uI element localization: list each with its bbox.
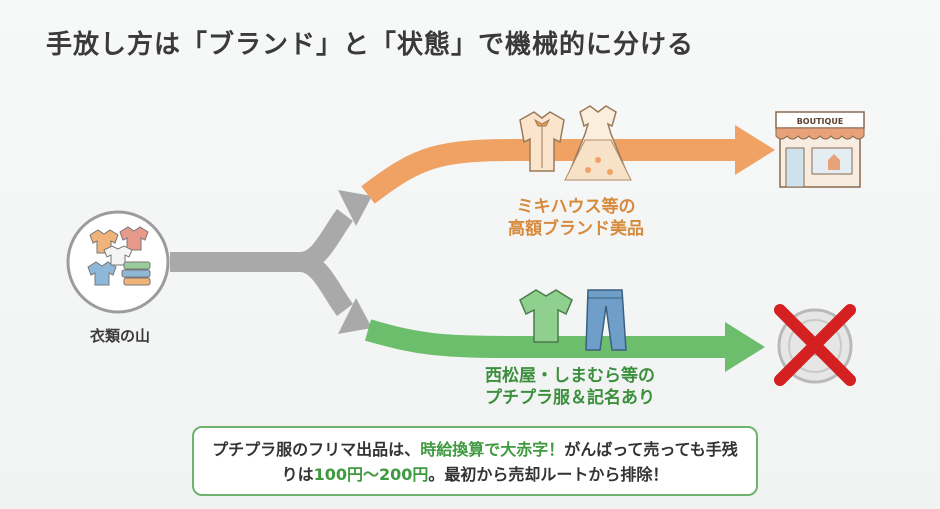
- grey-split-arrow: [170, 190, 372, 334]
- callout-box: プチプラ服のフリマ出品は、時給換算で大赤字！がんばって売っても手残りは100円～…: [192, 426, 758, 496]
- source-label: 衣類の山: [89, 327, 150, 345]
- top-branch-label-line1: ミキハウス等の: [516, 197, 636, 217]
- callout-highlight-1: 時給換算で大赤字！: [420, 440, 565, 459]
- clothes-pile-icon: [66, 210, 170, 314]
- green-arrow: [364, 319, 765, 372]
- boutique-sign: BOUTIQUE: [797, 117, 844, 126]
- boutique-store-icon: BOUTIQUE: [775, 111, 865, 188]
- shirt-and-dress-icon: [519, 105, 632, 181]
- top-branch-label-line2: 高額ブランド美品: [508, 219, 644, 239]
- crossed-out-coin-icon: ¥: [774, 304, 856, 386]
- orange-arrow: [361, 125, 775, 204]
- callout-text-3: 。最初から売却ルートから排除！: [428, 465, 669, 484]
- page-title: 手放し方は「ブランド」と「状態」で機械的に分ける: [46, 30, 695, 60]
- bottom-branch-label-line2: プチプラ服＆記名あり: [485, 388, 655, 408]
- callout-highlight-2: 100円～200円: [313, 465, 429, 484]
- top-branch-label: ミキハウス等の 高額ブランド美品: [476, 196, 676, 240]
- tshirt-and-jeans-icon: [519, 289, 627, 351]
- bottom-branch-label: 西松屋・しまむら等の プチプラ服＆記名あり: [470, 365, 670, 409]
- callout-text-2: がんばって売っても手残りは: [281, 440, 738, 484]
- callout-text-1: プチプラ服のフリマ出品は、: [212, 440, 421, 459]
- bottom-branch-label-line1: 西松屋・しまむら等の: [485, 366, 655, 386]
